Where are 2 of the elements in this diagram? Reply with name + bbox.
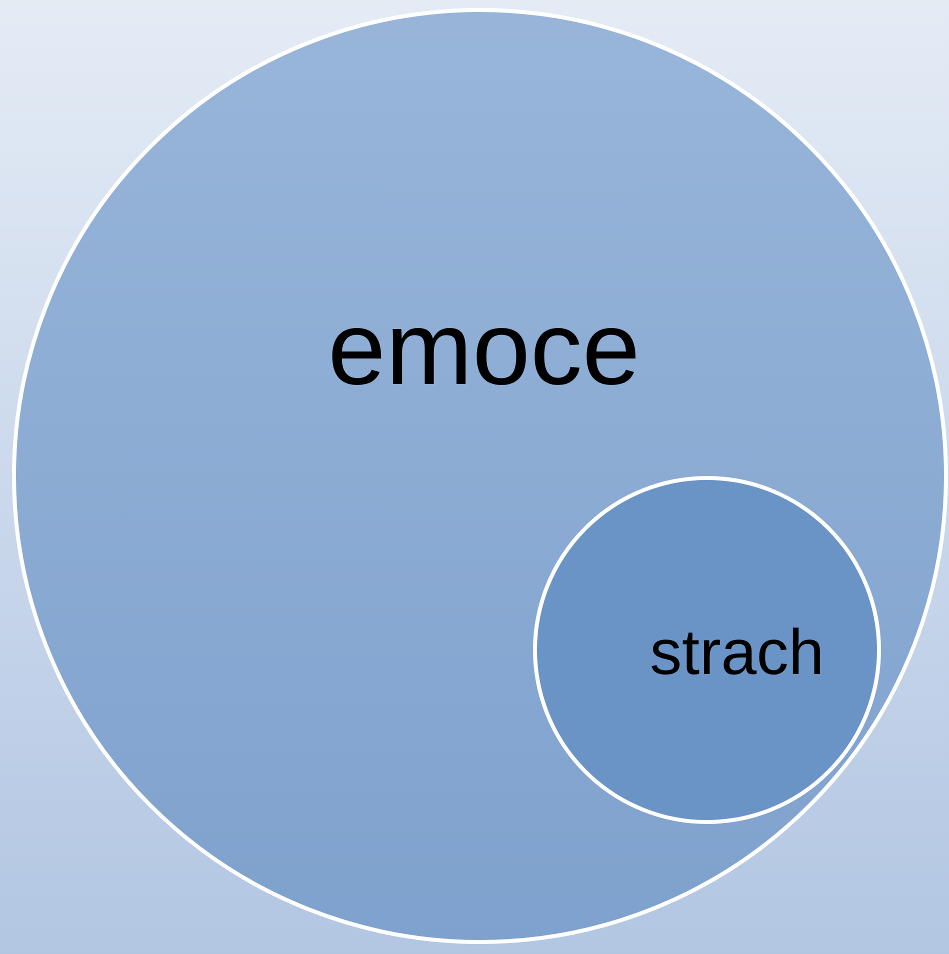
circle-label: emoce: [326, 297, 642, 401]
circle-label: strach: [648, 620, 826, 684]
